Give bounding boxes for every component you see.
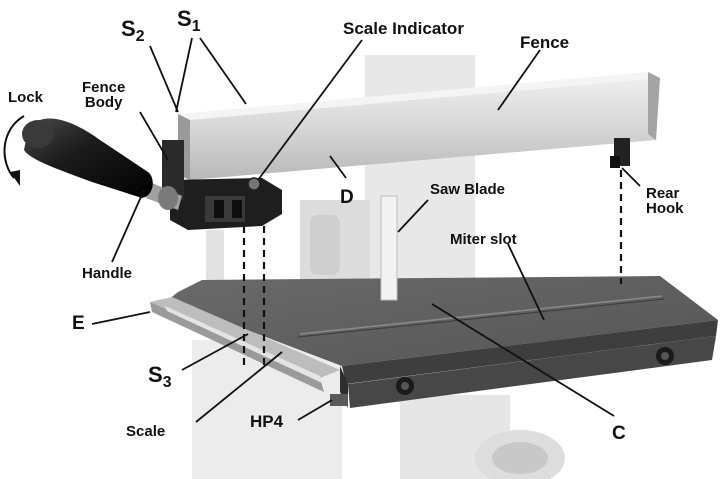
fence-bar bbox=[178, 72, 660, 180]
leader-lines bbox=[91, 37, 641, 423]
label-d: D bbox=[340, 187, 354, 208]
lock-arrow bbox=[3, 115, 25, 179]
fence-body bbox=[162, 140, 282, 230]
label-lock: Lock bbox=[8, 89, 44, 106]
label-miter-slot: Miter slot bbox=[450, 231, 517, 248]
label-fence: Fence bbox=[520, 33, 570, 52]
label-rear-hook-line2: Hook bbox=[646, 200, 684, 217]
label-s2: S2 bbox=[121, 16, 145, 45]
label-s3-letter: S bbox=[148, 362, 163, 387]
label-saw-blade: Saw Blade bbox=[430, 181, 506, 198]
label-fence-body-line2: Body bbox=[84, 94, 123, 111]
label-rear-hook: Rear Hook bbox=[646, 186, 684, 216]
label-s1-sub: 1 bbox=[191, 18, 201, 35]
miter-slot-groove bbox=[299, 295, 663, 335]
label-handle: Handle bbox=[82, 265, 133, 282]
label-e: E bbox=[72, 313, 85, 334]
label-fence-body: Fence Body bbox=[82, 80, 125, 110]
label-s2-sub: 2 bbox=[135, 28, 145, 45]
label-scale: Scale bbox=[126, 423, 166, 440]
hp4-bolt bbox=[330, 394, 348, 406]
label-s3-sub: 3 bbox=[162, 374, 172, 391]
scale-indicator-screw bbox=[247, 177, 261, 191]
label-c: C bbox=[612, 423, 626, 444]
saw-blade bbox=[380, 195, 398, 301]
rear-hook bbox=[610, 138, 630, 168]
table bbox=[168, 276, 718, 408]
label-s3: S3 bbox=[148, 362, 172, 391]
label-s1: S1 bbox=[177, 6, 201, 35]
label-rear-hook-line1: Rear bbox=[646, 185, 680, 202]
label-s2-letter: S bbox=[121, 16, 136, 41]
label-hp4: HP4 bbox=[250, 412, 284, 431]
label-s1-letter: S bbox=[177, 6, 192, 31]
handle bbox=[22, 118, 182, 210]
label-scale-indicator: Scale Indicator bbox=[343, 19, 464, 38]
label-fence-body-line1: Fence bbox=[82, 79, 126, 96]
